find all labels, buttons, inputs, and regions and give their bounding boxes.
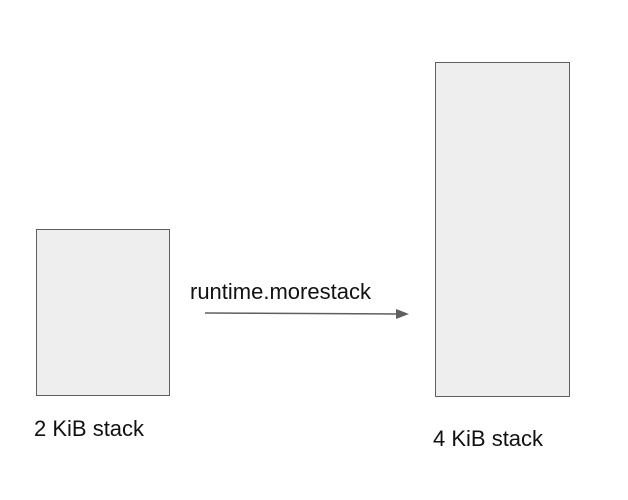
transition-label: runtime.morestack <box>190 279 371 304</box>
arrow-head-icon <box>396 309 409 319</box>
large-stack-label: 4 KiB stack <box>433 426 544 451</box>
small-stack-label: 2 KiB stack <box>34 416 145 441</box>
small-stack-box <box>36 229 170 396</box>
large-stack-box <box>435 62 570 397</box>
arrow-shaft <box>204 312 398 315</box>
